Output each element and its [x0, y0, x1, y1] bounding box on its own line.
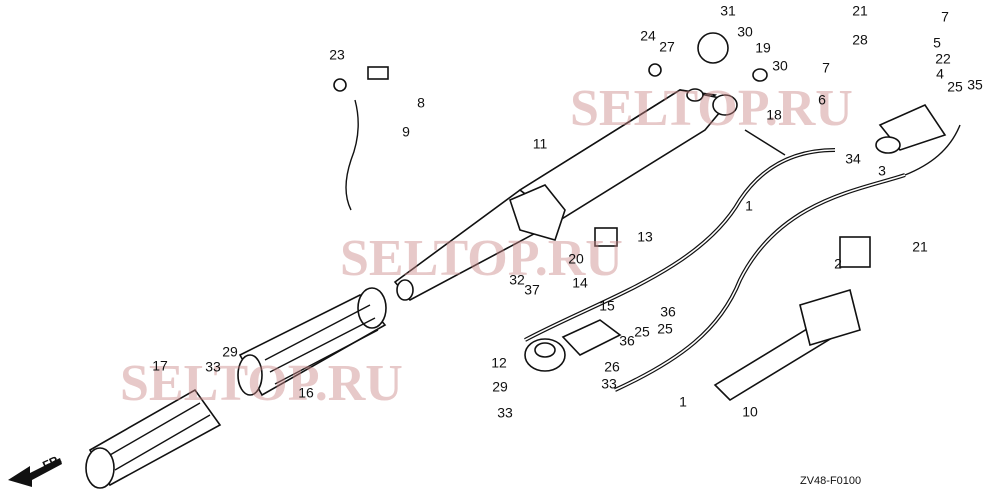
callout-12: 12: [491, 355, 507, 371]
arrow-icon: [8, 458, 62, 487]
callout-1: 1: [679, 394, 687, 410]
callout-7: 7: [941, 9, 949, 25]
callout-27: 27: [659, 39, 675, 55]
callout-33: 33: [601, 376, 617, 392]
callout-5: 5: [933, 35, 941, 51]
callout-36: 36: [619, 333, 635, 349]
grip-cover: [85, 388, 222, 489]
front-direction-marker: FR.: [8, 452, 64, 487]
callout-11: 11: [533, 136, 548, 152]
callout-36: 36: [660, 304, 676, 320]
callout-7: 7: [822, 60, 830, 76]
callout-14: 14: [572, 275, 588, 291]
callout-20: 20: [568, 251, 584, 267]
callout-37: 37: [524, 282, 540, 298]
callout-16: 16: [298, 385, 314, 401]
callout-10: 10: [742, 404, 758, 420]
callout-25: 25: [947, 79, 963, 95]
callout-30: 30: [772, 58, 788, 74]
callout-31: 31: [720, 3, 736, 19]
callout-6: 6: [818, 92, 826, 108]
callout-13: 13: [637, 229, 653, 245]
callout-30: 30: [737, 24, 753, 40]
callout-25: 25: [634, 324, 650, 340]
callout-17: 17: [152, 358, 168, 374]
callout-1: 1: [745, 198, 753, 214]
callout-3: 3: [878, 163, 886, 179]
callout-15: 15: [599, 298, 615, 314]
callout-21: 21: [912, 239, 928, 255]
callout-23: 23: [329, 47, 345, 63]
tiller-lever: [713, 288, 861, 402]
callout-35: 35: [967, 77, 983, 93]
callout-33: 33: [205, 359, 221, 375]
callout-21: 21: [852, 3, 868, 19]
callout-24: 24: [640, 28, 656, 44]
watermark: SELTOP.RU: [340, 230, 623, 287]
callout-32: 32: [509, 272, 525, 288]
diagram-code: ZV48-F0100: [800, 475, 861, 487]
callout-26: 26: [604, 359, 620, 375]
throttle-cables: [524, 124, 961, 392]
callout-19: 19: [755, 40, 771, 56]
tiller-arm: [393, 88, 738, 302]
callout-8: 8: [417, 95, 425, 111]
callout-22: 22: [935, 51, 951, 67]
callout-34: 34: [845, 151, 861, 167]
throttle-grip: [237, 287, 387, 397]
callout-18: 18: [766, 107, 782, 123]
watermark: SELTOP.RU: [120, 355, 403, 412]
callout-4: 4: [936, 66, 944, 82]
fr-label: FR.: [40, 452, 63, 473]
callout-29: 29: [492, 379, 508, 395]
throttle-assembly: [333, 32, 947, 372]
watermark: SELTOP.RU: [570, 80, 853, 137]
callout-25: 25: [657, 321, 673, 337]
callout-2: 2: [834, 256, 842, 272]
callout-29: 29: [222, 344, 238, 360]
callout-28: 28: [852, 32, 868, 48]
callout-9: 9: [402, 124, 410, 140]
callout-33: 33: [497, 405, 513, 421]
